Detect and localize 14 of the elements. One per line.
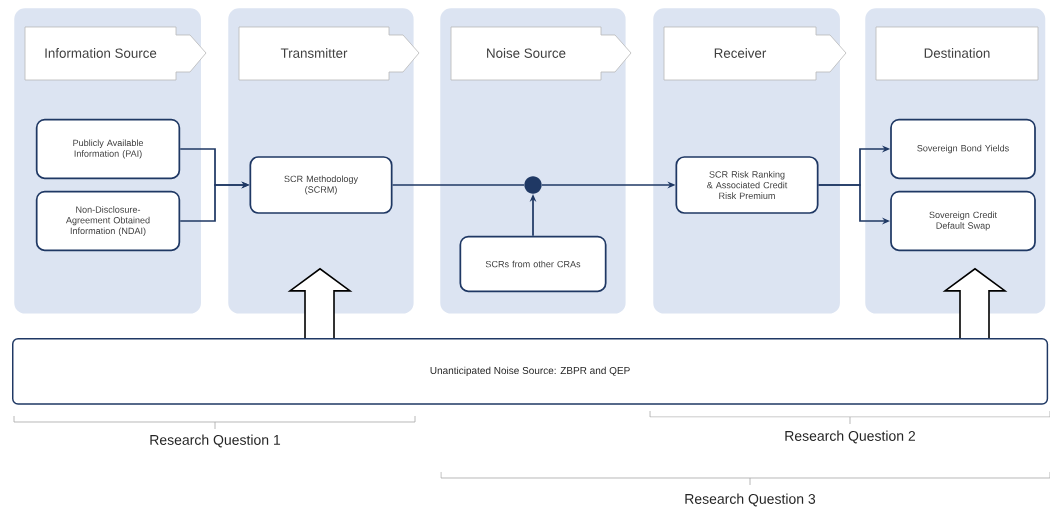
question-label: Research Question 2 xyxy=(785,430,915,444)
process-box: SCR Methodology (SCRM) xyxy=(249,156,393,214)
hollow-arrow xyxy=(287,267,353,339)
process-box: Publicly Available Information (PAI) xyxy=(35,118,181,180)
question-label: Research Question 1 xyxy=(150,434,281,448)
process-box: SCR Risk Ranking & Associated Credit Risk Premium xyxy=(675,156,819,214)
junction-dot xyxy=(524,176,542,194)
process-box: SCRs from other CRAs xyxy=(459,235,607,293)
hollow-arrow xyxy=(942,267,1008,339)
process-box: Sovereign Credit Default Swap xyxy=(890,190,1036,252)
question-label: Research Question 3 xyxy=(685,493,816,507)
process-box: Non-Disclosure-Agreement Obtained Information (NDAI) xyxy=(35,190,181,252)
noise-source-bar: Unanticipated Noise Source: ZBPR and QEP xyxy=(12,338,1049,405)
process-box: Sovereign Bond Yields xyxy=(890,118,1036,180)
